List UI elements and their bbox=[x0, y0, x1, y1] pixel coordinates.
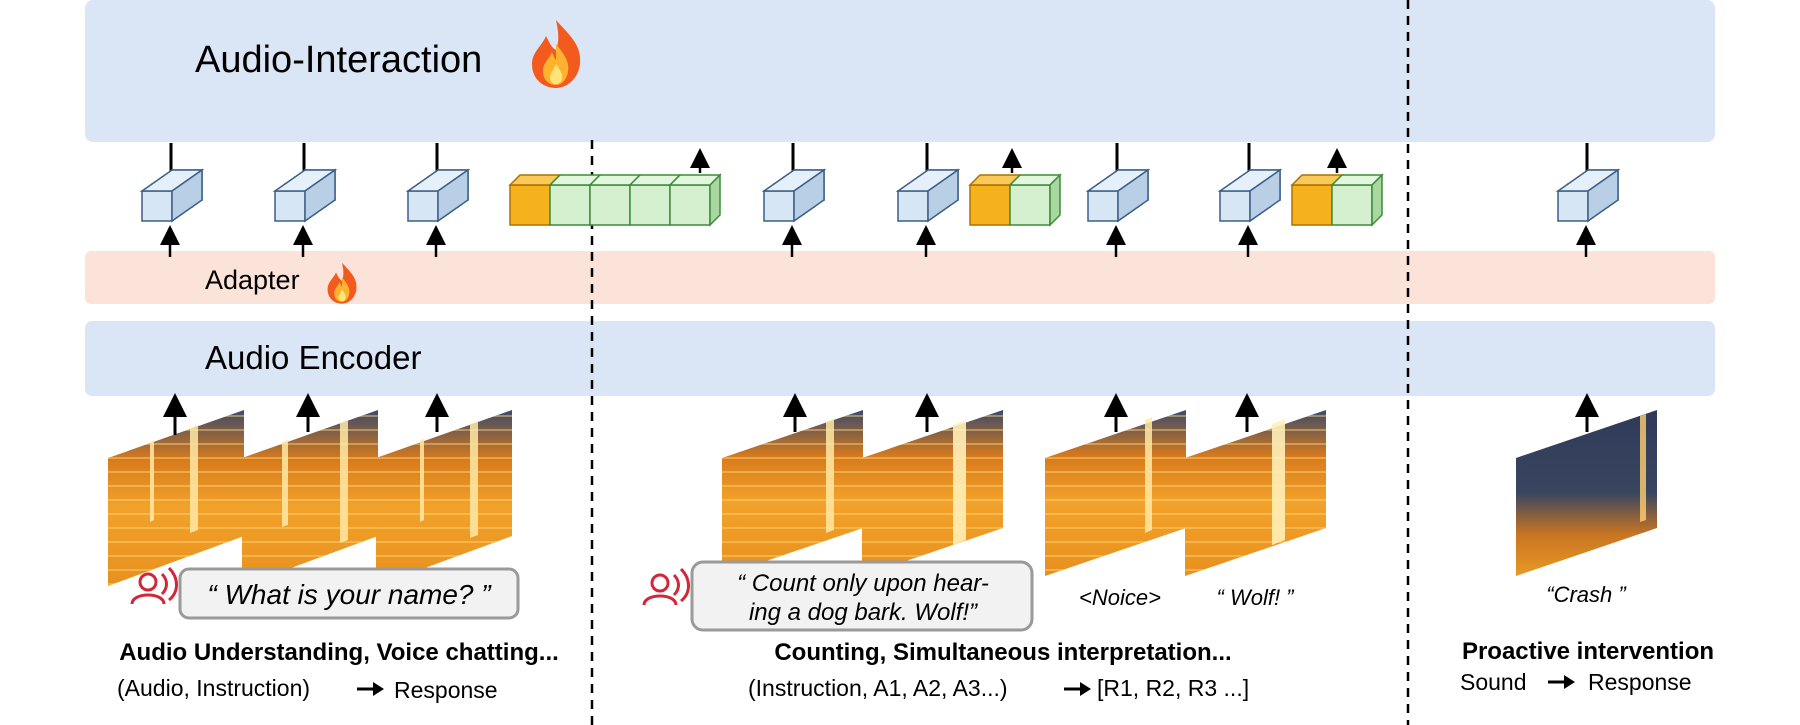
output-token-sequence bbox=[1290, 148, 1384, 227]
adapter-label: Adapter bbox=[205, 265, 300, 295]
sound-label: “Crash ” bbox=[1546, 582, 1627, 607]
audio-encoder-label: Audio Encoder bbox=[205, 339, 421, 376]
output-token-green bbox=[669, 184, 711, 226]
output-token-green bbox=[1331, 184, 1373, 226]
speech-bubble bbox=[690, 560, 1034, 632]
formula-right-understanding: Response bbox=[394, 677, 498, 703]
audio-token bbox=[761, 143, 827, 257]
audio-token bbox=[1217, 143, 1283, 257]
audio-token bbox=[405, 143, 471, 257]
audio-interaction-layer bbox=[85, 0, 1715, 142]
audio-interaction-label: Audio-Interaction bbox=[195, 39, 482, 81]
fire-icon bbox=[327, 262, 357, 304]
section-title-proactive: Proactive intervention bbox=[1462, 638, 1714, 665]
output-token-orange bbox=[969, 184, 1011, 226]
output-token-green bbox=[589, 184, 631, 226]
formula-right-proactive: Response bbox=[1588, 669, 1692, 695]
arrow-right-icon bbox=[357, 682, 384, 696]
adapter-layer bbox=[85, 251, 1715, 304]
noise-label: <Noice> bbox=[1079, 585, 1161, 610]
output-token-sequence bbox=[968, 148, 1062, 227]
audio-token bbox=[895, 143, 961, 257]
section-title-understanding: Audio Understanding, Voice chatting... bbox=[119, 639, 559, 666]
audio-token bbox=[1085, 143, 1151, 257]
speaker-icon bbox=[130, 566, 178, 605]
speech-bubble-text-line2: ing a dog bark. Wolf!” bbox=[749, 599, 978, 626]
spectrogram bbox=[1045, 393, 1186, 576]
spectrogram bbox=[242, 393, 378, 586]
output-token-green bbox=[629, 184, 671, 226]
speech-bubble bbox=[178, 567, 520, 620]
output-token-green bbox=[1009, 184, 1051, 226]
formula-right-counting: [R1, R2, R3 ...] bbox=[1097, 675, 1249, 701]
spectrogram bbox=[1516, 393, 1657, 576]
audio-encoder-layer bbox=[85, 321, 1715, 396]
arrow-right-icon bbox=[1548, 675, 1575, 689]
spectrogram bbox=[722, 393, 863, 576]
spectrogram bbox=[108, 393, 244, 586]
audio-token bbox=[1555, 143, 1621, 257]
formula-left-understanding: (Audio, Instruction) bbox=[117, 675, 310, 701]
wolf-label: “ Wolf! ” bbox=[1217, 585, 1296, 610]
audio-token bbox=[272, 143, 338, 257]
output-token-green bbox=[549, 184, 591, 226]
spectrogram bbox=[862, 393, 1003, 576]
output-token-orange bbox=[1291, 184, 1333, 226]
audio-token bbox=[139, 143, 205, 257]
spectrogram bbox=[376, 393, 512, 586]
speech-bubble-text: “ What is your name? ” bbox=[207, 579, 492, 610]
spectrogram bbox=[1185, 393, 1326, 576]
output-token-sequence bbox=[508, 148, 722, 227]
section-title-counting: Counting, Simultaneous interpretation... bbox=[774, 639, 1231, 666]
speech-bubble-text-line1: “ Count only upon hear- bbox=[737, 570, 989, 597]
arrow-right-icon bbox=[1064, 682, 1091, 696]
output-token-orange bbox=[509, 184, 551, 226]
formula-left-counting: (Instruction, A1, A2, A3...) bbox=[748, 675, 1008, 701]
formula-left-proactive: Sound bbox=[1460, 669, 1527, 695]
fire-icon bbox=[532, 20, 581, 88]
speaker-icon bbox=[642, 567, 690, 606]
